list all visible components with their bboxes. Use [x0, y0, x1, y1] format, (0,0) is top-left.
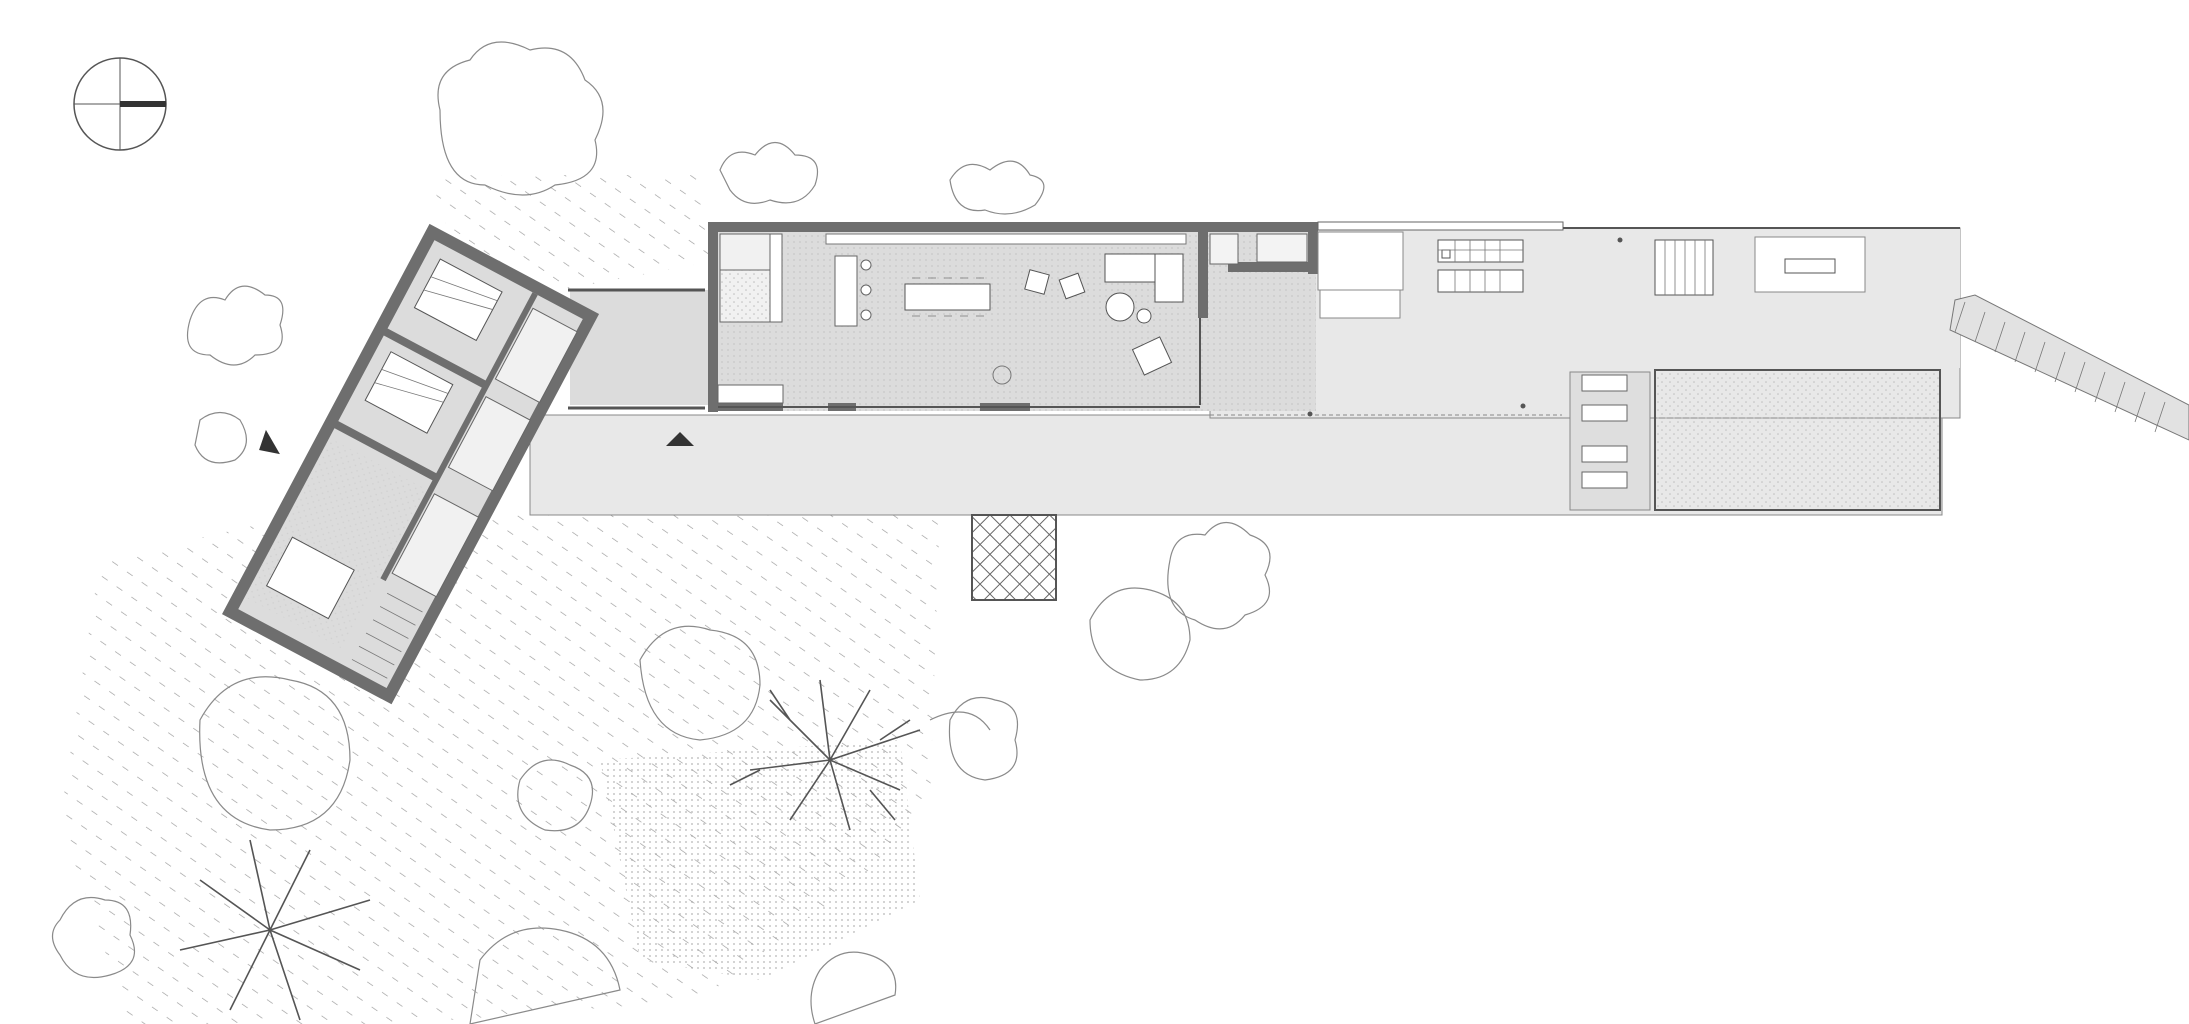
south-trellis [971, 514, 1057, 601]
bedroom-wing [222, 223, 600, 705]
swimming-pool [1654, 369, 1941, 511]
tree-canopies [51, 41, 1271, 1024]
external-stair [1949, 294, 2189, 441]
covered-patio [570, 290, 710, 405]
north-arrow-icon [73, 57, 167, 151]
living-building [708, 222, 1404, 412]
sun-loungers [1569, 371, 1651, 511]
connecting-walls [568, 221, 1960, 410]
entrance-marker-icon [259, 429, 694, 455]
